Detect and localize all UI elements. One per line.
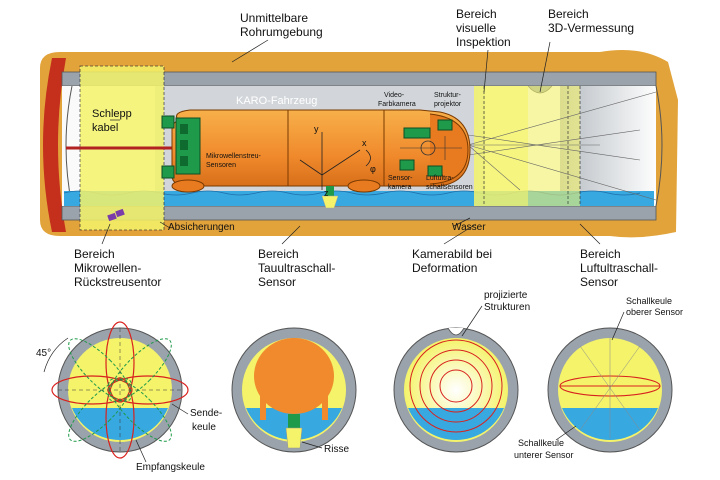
inspection-beams bbox=[467, 91, 657, 201]
label-tau-area-2: Tauultraschall- bbox=[258, 261, 335, 275]
label-airsound-1: Luftultra- bbox=[426, 175, 454, 182]
label-video-camera-1: Video- bbox=[384, 92, 405, 99]
label-air-area-2: Luftultraschall- bbox=[580, 261, 658, 275]
label-camera-deform-1: Kamerabild bei bbox=[412, 247, 492, 261]
label-projector-2: projektor bbox=[434, 101, 462, 108]
section-air-ultrasound: Schallkeule oberer Sensor Schallkeule un… bbox=[514, 296, 683, 460]
label-microwave-sensors-2: Sensoren bbox=[206, 162, 236, 169]
label-surroundings-2: Rohrumgebung bbox=[240, 25, 323, 39]
airsound-sensor-unit bbox=[427, 165, 443, 177]
label-absicherungen: Absicherungen bbox=[168, 222, 235, 233]
label-projector-1: Struktur- bbox=[434, 92, 462, 99]
label-airsound-2: schallsensoren bbox=[426, 184, 473, 191]
label-microwave-sensors-1: Mikrowellenstreu- bbox=[206, 153, 262, 160]
label-wasser: Wasser bbox=[452, 222, 486, 233]
label-visual-2: visuelle bbox=[456, 21, 496, 35]
tau-sensor bbox=[326, 186, 334, 196]
label-lower-beam-1: Schallkeule bbox=[518, 438, 564, 448]
label-3d-1: Bereich bbox=[548, 7, 589, 21]
section-microwave: 45° Sende- keule Empfangskeule bbox=[36, 321, 222, 473]
label-visual-3: Inspektion bbox=[456, 35, 511, 49]
section-camera-deformation: projizierte Strukturen bbox=[393, 290, 530, 453]
label-video-camera-2: Farbkamera bbox=[378, 101, 416, 108]
label-air-area-3: Sensor bbox=[580, 275, 618, 289]
label-risse: Risse bbox=[324, 444, 349, 455]
label-visual-1: Bereich bbox=[456, 7, 497, 21]
karo-vehicle bbox=[161, 109, 471, 209]
axis-phi: φ bbox=[370, 164, 376, 174]
absicherung-marker bbox=[107, 208, 125, 222]
axis-z: z bbox=[324, 188, 329, 198]
label-tau-area-1: Bereich bbox=[258, 247, 299, 261]
label-microwave-area-3: Rückstreusentor bbox=[74, 275, 161, 289]
label-sendekeule-1: Sende- bbox=[190, 408, 222, 419]
pipe-longitudinal-section bbox=[40, 39, 678, 238]
middle-labels: Bereich Mikrowellen- Rückstreusentor Ber… bbox=[74, 223, 658, 289]
wheel-front bbox=[347, 179, 381, 193]
label-upper-beam-2: oberer Sensor bbox=[626, 307, 683, 317]
label-schleppkabel-2: kabel bbox=[92, 122, 118, 134]
leader-lines-top bbox=[110, 39, 551, 229]
axis-x: x bbox=[362, 138, 367, 148]
zone-visual-inspection bbox=[474, 86, 528, 206]
label-3d-2: 3D-Vermessung bbox=[548, 21, 634, 35]
label-empfangskeule: Empfangskeule bbox=[136, 462, 205, 473]
label-angle: 45° bbox=[36, 348, 51, 359]
axis-y: y bbox=[314, 124, 319, 134]
vehicle-cross-section bbox=[254, 338, 334, 414]
receive-lobes bbox=[68, 338, 172, 442]
label-schleppkabel-1: Schlepp bbox=[92, 108, 132, 120]
top-labels: Unmittelbare Rohrumgebung Bereich visuel… bbox=[92, 7, 634, 233]
label-sendekeule-2: keule bbox=[192, 422, 216, 433]
label-tau-area-3: Sensor bbox=[258, 275, 296, 289]
label-sensor-camera-2: kamera bbox=[388, 184, 411, 191]
label-camera-deform-2: Deformation bbox=[412, 261, 477, 275]
label-projected-2: Strukturen bbox=[484, 302, 530, 313]
label-projected-1: projizierte bbox=[484, 290, 528, 301]
label-surroundings-1: Unmittelbare bbox=[240, 11, 308, 25]
label-upper-beam-1: Schallkeule bbox=[626, 296, 672, 306]
label-air-area-1: Bereich bbox=[580, 247, 621, 261]
projected-rings bbox=[409, 339, 503, 433]
section-tau-ultrasound: Risse bbox=[231, 327, 357, 455]
sensor-camera-unit bbox=[399, 159, 415, 171]
video-camera-unit bbox=[403, 127, 431, 139]
label-lower-beam-2: unterer Sensor bbox=[514, 450, 574, 460]
structure-projector-unit bbox=[437, 119, 453, 131]
zone-3d-measurement bbox=[528, 86, 580, 206]
label-microwave-area-1: Bereich bbox=[74, 247, 115, 261]
label-sensor-camera-1: Sensor- bbox=[388, 175, 413, 182]
coordinate-axes bbox=[299, 132, 371, 190]
label-vehicle: KARO-Fahrzeug bbox=[236, 95, 317, 107]
label-microwave-area-2: Mikrowellen- bbox=[74, 261, 141, 275]
pipe-end-flange bbox=[43, 58, 66, 232]
wheel-rear bbox=[171, 179, 205, 193]
